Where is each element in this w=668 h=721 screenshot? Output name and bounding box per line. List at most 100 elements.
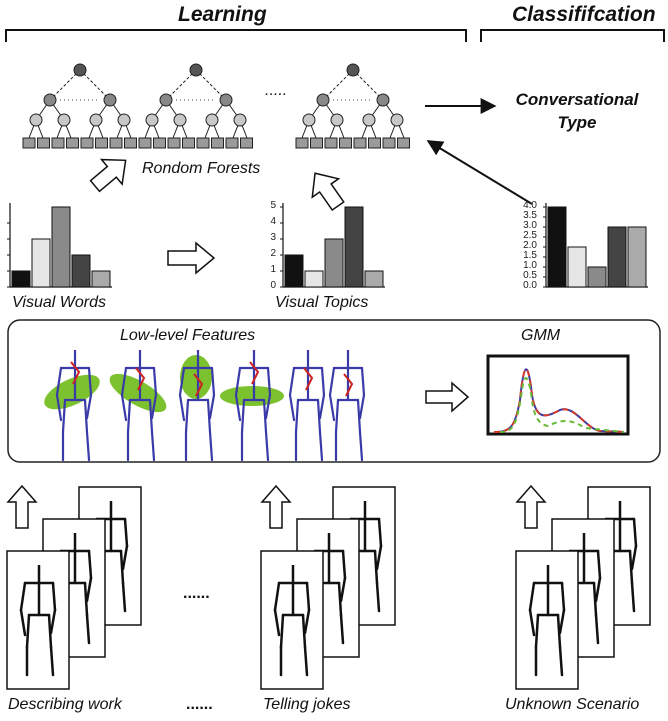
skeleton-bone bbox=[85, 576, 93, 603]
skeleton-bone bbox=[87, 549, 93, 580]
feature-ellipse bbox=[220, 386, 284, 406]
visual-words-label: Visual Words bbox=[12, 294, 106, 311]
skeleton-bone bbox=[55, 366, 63, 397]
leaf-node bbox=[196, 137, 210, 149]
skeleton-bone bbox=[356, 398, 362, 434]
skeleton-bone bbox=[288, 393, 296, 422]
pose-figure bbox=[44, 350, 100, 462]
bar bbox=[71, 254, 91, 288]
skeleton-bone bbox=[19, 581, 27, 612]
tick-label: 5 bbox=[270, 200, 276, 211]
skeleton-bone bbox=[594, 613, 600, 645]
skeleton-bone bbox=[318, 430, 324, 462]
skeleton-bone bbox=[55, 393, 63, 422]
tree-node bbox=[390, 113, 404, 127]
visual-topics-histogram bbox=[280, 203, 385, 288]
hollow-arrow-up-unknown bbox=[515, 484, 547, 529]
tree-node bbox=[57, 113, 71, 127]
skeleton-bone bbox=[294, 398, 300, 434]
skeleton-bone bbox=[208, 393, 216, 420]
tree-node bbox=[117, 113, 131, 127]
feature-trajectory bbox=[70, 361, 81, 385]
skeleton-bone bbox=[123, 517, 129, 548]
tick-label: 0 bbox=[270, 280, 276, 291]
skeleton-bone bbox=[358, 430, 364, 462]
frame-stack bbox=[260, 486, 396, 690]
skeleton-bone bbox=[328, 366, 336, 397]
skeleton-bone bbox=[120, 366, 128, 397]
tick-label: 0.0 bbox=[523, 280, 537, 291]
tick-label: 2.5 bbox=[523, 230, 537, 241]
skeleton-bone bbox=[25, 613, 31, 649]
skeleton-bone bbox=[264, 393, 272, 420]
leaf-node bbox=[153, 137, 166, 149]
skeleton-bone bbox=[316, 398, 322, 434]
skeleton-bone bbox=[234, 393, 242, 422]
skeleton-bone bbox=[126, 398, 132, 434]
frame-stack bbox=[6, 486, 142, 690]
skeleton-bone bbox=[184, 398, 190, 434]
skeleton-bone bbox=[320, 366, 326, 397]
random-forests-label: Rondom Forests bbox=[142, 160, 261, 177]
skeleton-bone bbox=[206, 398, 212, 434]
bar bbox=[31, 238, 51, 288]
bar bbox=[587, 266, 607, 288]
tree-node bbox=[89, 113, 103, 127]
skeleton-bone bbox=[377, 517, 383, 548]
tree-node bbox=[233, 113, 247, 127]
leaf-node bbox=[138, 137, 152, 149]
skeleton-bone bbox=[375, 581, 381, 613]
skeleton-bone bbox=[208, 430, 214, 462]
learning-bracket bbox=[5, 29, 467, 42]
skeleton-bone bbox=[178, 366, 186, 397]
skeleton-bone bbox=[119, 549, 125, 585]
skeleton-bone bbox=[337, 581, 343, 617]
tree-node bbox=[29, 113, 43, 127]
classification-bracket bbox=[480, 29, 665, 42]
leaf-node bbox=[167, 137, 181, 149]
skeleton-bone bbox=[632, 517, 638, 548]
random-forest-trees bbox=[22, 63, 410, 149]
tick-label: 2 bbox=[270, 248, 276, 259]
skeleton-bone bbox=[318, 393, 326, 420]
telling-jokes-label: Telling jokes bbox=[263, 696, 351, 713]
feature-trajectory bbox=[249, 361, 260, 385]
pose-figure bbox=[178, 350, 216, 462]
skeleton-bone bbox=[178, 393, 186, 422]
pose-figure bbox=[328, 350, 366, 462]
root-node bbox=[346, 63, 360, 77]
tick-label: 0.5 bbox=[523, 270, 537, 281]
skeleton-bone bbox=[279, 613, 285, 649]
skeleton-frame bbox=[515, 550, 579, 690]
hollow-arrow-up-telling bbox=[260, 484, 292, 529]
tree-node bbox=[376, 93, 390, 107]
tree-node bbox=[159, 93, 173, 107]
skeleton-frame-stacks bbox=[6, 486, 651, 690]
hollow-arrow-to-gmm bbox=[425, 381, 470, 413]
unknown-scenario-histogram bbox=[543, 203, 648, 288]
skeleton-bone bbox=[49, 645, 55, 677]
skeleton-bone bbox=[85, 393, 93, 420]
bar bbox=[284, 254, 304, 288]
conversational-type-line1: Conversational bbox=[515, 90, 639, 109]
visual-words-histogram bbox=[7, 203, 112, 288]
describing-work-label: Describing work bbox=[8, 696, 122, 713]
skeleton-bone bbox=[150, 393, 158, 420]
skeleton-bone bbox=[630, 544, 638, 571]
skeleton-bone bbox=[266, 366, 272, 397]
bar bbox=[607, 226, 627, 288]
leaf-node bbox=[182, 137, 195, 149]
tree-node bbox=[103, 93, 117, 107]
skeleton-bone bbox=[83, 398, 89, 434]
leaf-node bbox=[353, 137, 367, 149]
tick-label: 3 bbox=[270, 232, 276, 243]
tree-node bbox=[205, 113, 219, 127]
skeleton-bone bbox=[630, 581, 636, 613]
bar bbox=[344, 206, 364, 288]
skeleton-bone bbox=[150, 430, 156, 462]
gmm-label: GMM bbox=[521, 327, 561, 344]
skeleton-bone bbox=[121, 581, 127, 613]
skeleton-bone bbox=[273, 608, 281, 637]
feature-trajectory bbox=[343, 373, 354, 397]
